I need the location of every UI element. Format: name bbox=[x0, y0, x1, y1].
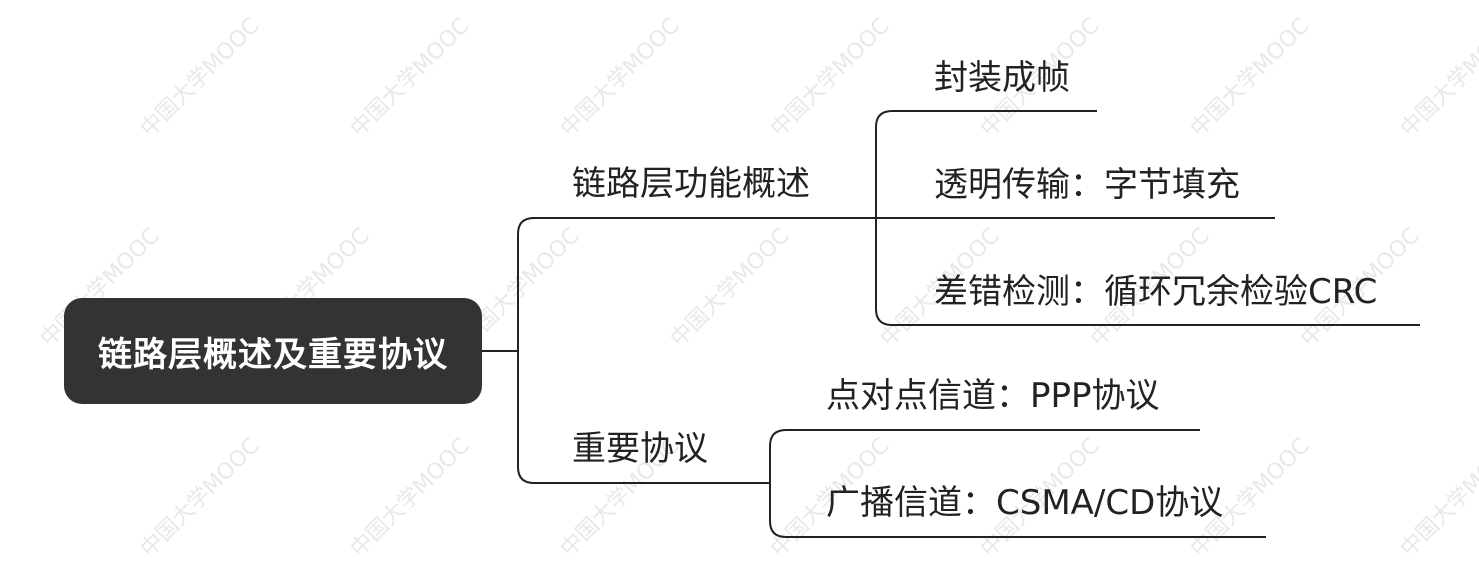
leaf-node-ppp[interactable]: 点对点信道：PPP协议 bbox=[826, 376, 1160, 416]
root-node[interactable]: 链路层概述及重要协议 bbox=[64, 298, 482, 404]
connector-child-1-3 bbox=[875, 218, 1420, 326]
leaf-node-error-detection[interactable]: 差错检测：循环冗余检验CRC bbox=[934, 272, 1378, 312]
connector-branch-2 bbox=[517, 351, 770, 484]
leaf-node-framing[interactable]: 封装成帧 bbox=[934, 58, 1070, 98]
branch-node-important-protocols[interactable]: 重要协议 bbox=[572, 429, 708, 469]
connector-child-2-1 bbox=[769, 429, 1200, 483]
connector-branch-1 bbox=[517, 217, 876, 351]
root-label: 链路层概述及重要协议 bbox=[98, 334, 448, 375]
leaf-node-transparent-transmission[interactable]: 透明传输：字节填充 bbox=[934, 165, 1240, 205]
connector-child-2-2 bbox=[769, 483, 1266, 538]
leaf-node-csma-cd[interactable]: 广播信道：CSMA/CD协议 bbox=[826, 483, 1224, 523]
branch-node-function-overview[interactable]: 链路层功能概述 bbox=[572, 164, 810, 204]
connector-child-1-1 bbox=[875, 110, 1097, 218]
